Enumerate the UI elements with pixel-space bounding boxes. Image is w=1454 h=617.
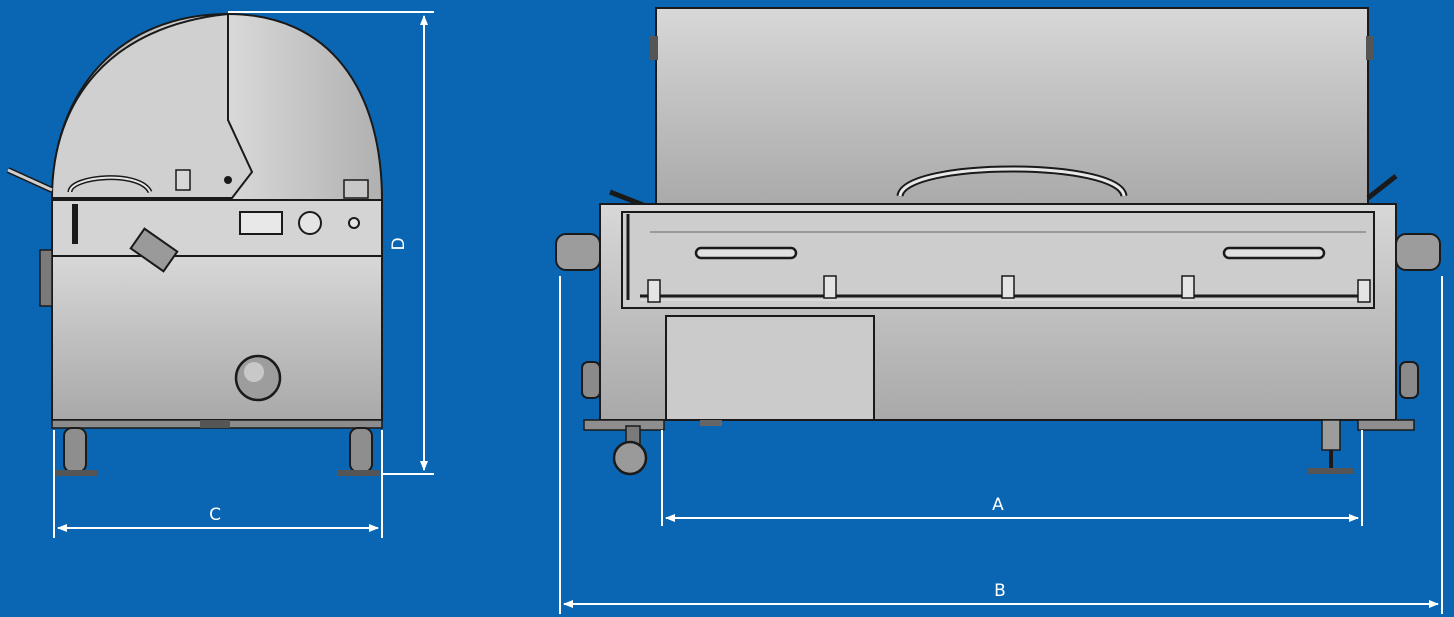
side-display	[239, 211, 283, 235]
front-fitting-left	[581, 361, 601, 399]
side-lid-section	[50, 12, 254, 199]
side-wheel-left	[63, 427, 87, 473]
front-leveling-foot	[1308, 468, 1354, 474]
side-knob-large	[298, 211, 322, 235]
side-fitting	[39, 249, 53, 307]
dimension-label-c: C	[209, 505, 221, 525]
side-view-machine	[6, 12, 384, 476]
side-lid-knob	[224, 176, 232, 184]
front-view-machine	[555, 7, 1441, 476]
side-control-panel	[51, 199, 383, 257]
front-slot-right	[1222, 246, 1326, 260]
front-lower-panel	[665, 315, 875, 421]
front-slot-left	[694, 246, 798, 260]
dimension-label-a: A	[992, 495, 1004, 515]
front-knob-right	[1395, 233, 1441, 271]
side-lever	[72, 204, 78, 244]
front-lid	[655, 7, 1369, 209]
front-fitting-right	[1399, 361, 1419, 399]
front-wheel	[612, 440, 648, 476]
dimension-label-b: B	[994, 581, 1006, 601]
side-lid-latch	[175, 169, 191, 191]
dimension-label-d: D	[389, 237, 409, 250]
side-wheel-right	[349, 427, 373, 473]
side-angled-block	[129, 227, 179, 273]
side-body	[51, 255, 383, 421]
dimension-lines	[53, 11, 1443, 614]
side-indicator	[348, 217, 360, 229]
front-knob-left	[555, 233, 601, 271]
side-top-box	[343, 179, 369, 199]
front-window	[621, 211, 1375, 309]
